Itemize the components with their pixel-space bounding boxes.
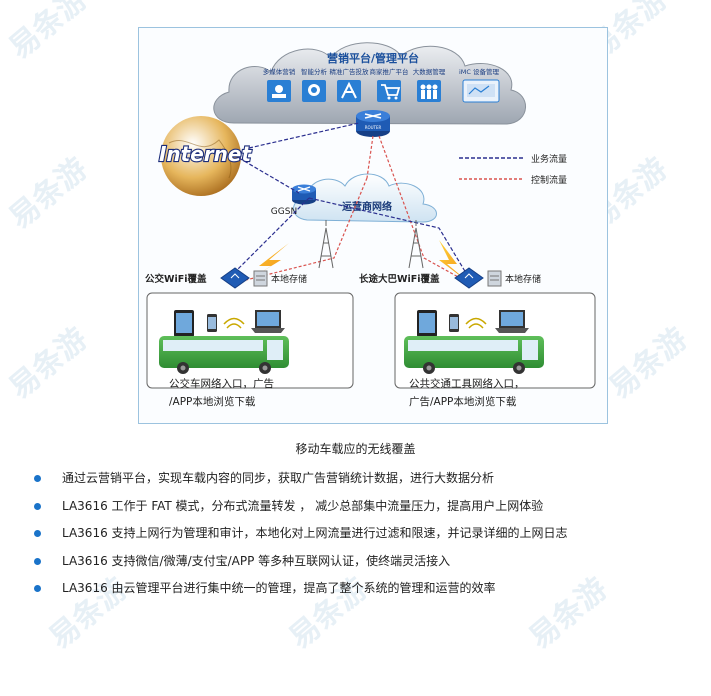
cloud-title: 营销平台/管理平台 (327, 51, 419, 65)
right-storage-label: 本地存储 (505, 273, 541, 285)
storage-icon (487, 270, 502, 287)
legend-business-label: 业务流量 (531, 153, 567, 165)
list-item: LA3616 工作于 FAT 模式，分布式流量转发 ， 减少总部集中流量压力，提… (34, 493, 568, 521)
service-label: 精准广告投放 (330, 67, 370, 76)
figure-caption: 移动车载应的无线覆盖 (295, 442, 416, 456)
wifi-signal-icon (223, 317, 245, 329)
laptop-icon (251, 310, 285, 333)
right-wifi-label: 长途大巴WiFi覆盖 (359, 273, 440, 285)
internet-label: Internet (159, 142, 252, 166)
list-item: LA3616 由云管理平台进行集中统一的管理，提高了整个系统的管理和运营的效率 (34, 575, 568, 603)
coach-bus-icon (404, 336, 544, 374)
tablet-icon (174, 310, 194, 337)
legend-control-label: 控制流量 (531, 174, 567, 186)
router-label: ROUTER (365, 125, 382, 130)
cell-tower-icon (318, 220, 334, 269)
city-bus-icon (159, 336, 289, 374)
ggsn-router-icon (292, 184, 316, 205)
list-item-text: 通过云营销平台，实现车载内容的同步，获取广告营销统计数据，进行大数据分析 (62, 471, 495, 485)
storage-icon (253, 270, 268, 287)
network-diagram: 营销平台/管理平台 多媒体营销 智能分析 精准广告投放 商家推广平台 大数据管理… (138, 27, 608, 424)
left-desc-line1: 公交车网络入口，广告 (169, 377, 274, 390)
wireless-ap-icon (454, 267, 484, 289)
left-storage-label: 本地存储 (271, 273, 307, 285)
big-data-icon (417, 80, 441, 102)
right-desc-line2: 广告/APP本地浏览下载 (409, 395, 517, 408)
bullet-dot-icon (34, 557, 41, 565)
device-management-icon (462, 79, 500, 103)
list-item-text: LA3616 支持上网行为管理和审计，本地化对上网流量进行过滤和限速，并记录详细… (62, 526, 568, 540)
watermark-text: 易条游 (3, 151, 94, 236)
laptop-icon (495, 310, 529, 333)
operator-label: 运营商网络 (342, 200, 392, 213)
tablet-icon (417, 310, 437, 337)
list-item: LA3616 支持上网行为管理和审计，本地化对上网流量进行过滤和限速，并记录详细… (34, 520, 568, 548)
left-desc-line2: /APP本地浏览下载 (169, 395, 256, 408)
service-label: 多媒体营销 (263, 67, 296, 76)
wifi-signal-icon (465, 317, 487, 329)
merchant-promo-icon (377, 80, 401, 102)
service-label: 智能分析 (301, 67, 328, 76)
list-item: LA3616 支持微信/微薄/支付宝/APP 等多种互联网认证，使终端灵活接入 (34, 548, 568, 576)
phone-icon (207, 314, 217, 332)
management-cloud (213, 42, 526, 125)
signal-bolt-icon (239, 243, 289, 286)
bullet-dot-icon (34, 530, 41, 537)
list-item-text: LA3616 支持微信/微薄/支付宝/APP 等多种互联网认证，使终端灵活接入 (62, 553, 451, 568)
smart-analysis-icon (302, 80, 326, 102)
service-label: iMC 设备管理 (459, 67, 500, 76)
list-item-text: LA3616 由云管理平台进行集中统一的管理，提高了整个系统的管理和运营的效率 (62, 581, 496, 595)
router-icon (356, 110, 390, 137)
signal-bolt-icon (439, 240, 471, 284)
ggsn-label: GGSN (271, 207, 297, 217)
service-label: 大数据管理 (413, 67, 446, 76)
globe-icon (161, 116, 241, 196)
ad-delivery-icon (337, 80, 361, 102)
cell-tower-icon (408, 220, 424, 269)
list-item: 通过云营销平台，实现车载内容的同步，获取广告营销统计数据，进行大数据分析 (34, 465, 568, 493)
watermark-text: 易条游 (3, 0, 94, 66)
legend: 业务流量 控制流量 (459, 153, 567, 186)
left-wifi-label: 公交WiFi覆盖 (145, 273, 207, 285)
bullet-dot-icon (34, 502, 41, 510)
wireless-ap-icon (220, 267, 250, 289)
feature-list: 通过云营销平台，实现车载内容的同步，获取广告营销统计数据，进行大数据分析 LA3… (34, 465, 568, 603)
right-desc-line1: 公共交通工具网络入口， (409, 377, 525, 390)
service-label: 商家推广平台 (370, 67, 409, 76)
phone-icon (449, 314, 459, 332)
bullet-dot-icon (34, 585, 41, 592)
watermark-text: 易条游 (3, 321, 94, 406)
bullet-dot-icon (34, 475, 41, 482)
media-marketing-icon (267, 80, 291, 102)
list-item-text: LA3616 工作于 FAT 模式，分布式流量转发 ， 减少总部集中流量压力，提… (62, 498, 544, 513)
watermark-text: 易条游 (603, 321, 694, 406)
